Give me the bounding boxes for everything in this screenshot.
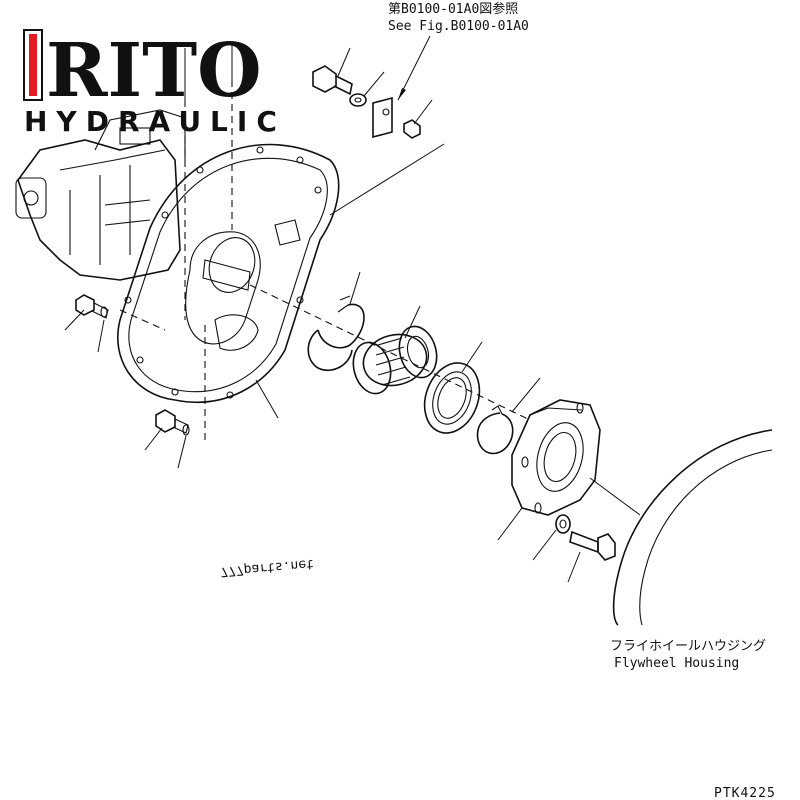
- logo-brand-text: RITO: [46, 28, 262, 114]
- top-bolt-set: [312, 65, 421, 139]
- brand-logo: RITO HYDRAULIC: [23, 28, 286, 138]
- logo-accent-bar: [29, 34, 37, 96]
- reference-arrow-head: [398, 88, 406, 100]
- logo-tagline-text: HYDRAULIC: [24, 105, 286, 138]
- flywheel-housing-label-en: Flywheel Housing: [614, 656, 739, 671]
- bearing-housing: [511, 399, 601, 516]
- pump-mounting-flange: [117, 143, 340, 403]
- flywheel-housing-outline: [612, 429, 773, 626]
- drawing-number: PTK4225: [714, 786, 776, 800]
- snap-ring: [307, 329, 353, 372]
- assembly-center-lines: [119, 80, 531, 440]
- left-bolt-set: [75, 294, 190, 436]
- retaining-ring: [476, 405, 514, 455]
- reference-figure-en: See Fig.B0100-01A0: [388, 19, 529, 34]
- flywheel-housing-label-jp: フライホイールハウジング: [610, 639, 766, 654]
- needle-bearing: [352, 325, 438, 395]
- reference-figure-jp: 第B0100-01A0図参照: [388, 1, 518, 17]
- watermark-text: 777parts.net: [220, 556, 315, 579]
- hydraulic-pump-body: [15, 109, 186, 281]
- oil-seal: [423, 362, 481, 434]
- snap-ring-small: [317, 295, 365, 349]
- housing-bolt-set: [555, 514, 616, 561]
- leader-lines: [64, 35, 641, 583]
